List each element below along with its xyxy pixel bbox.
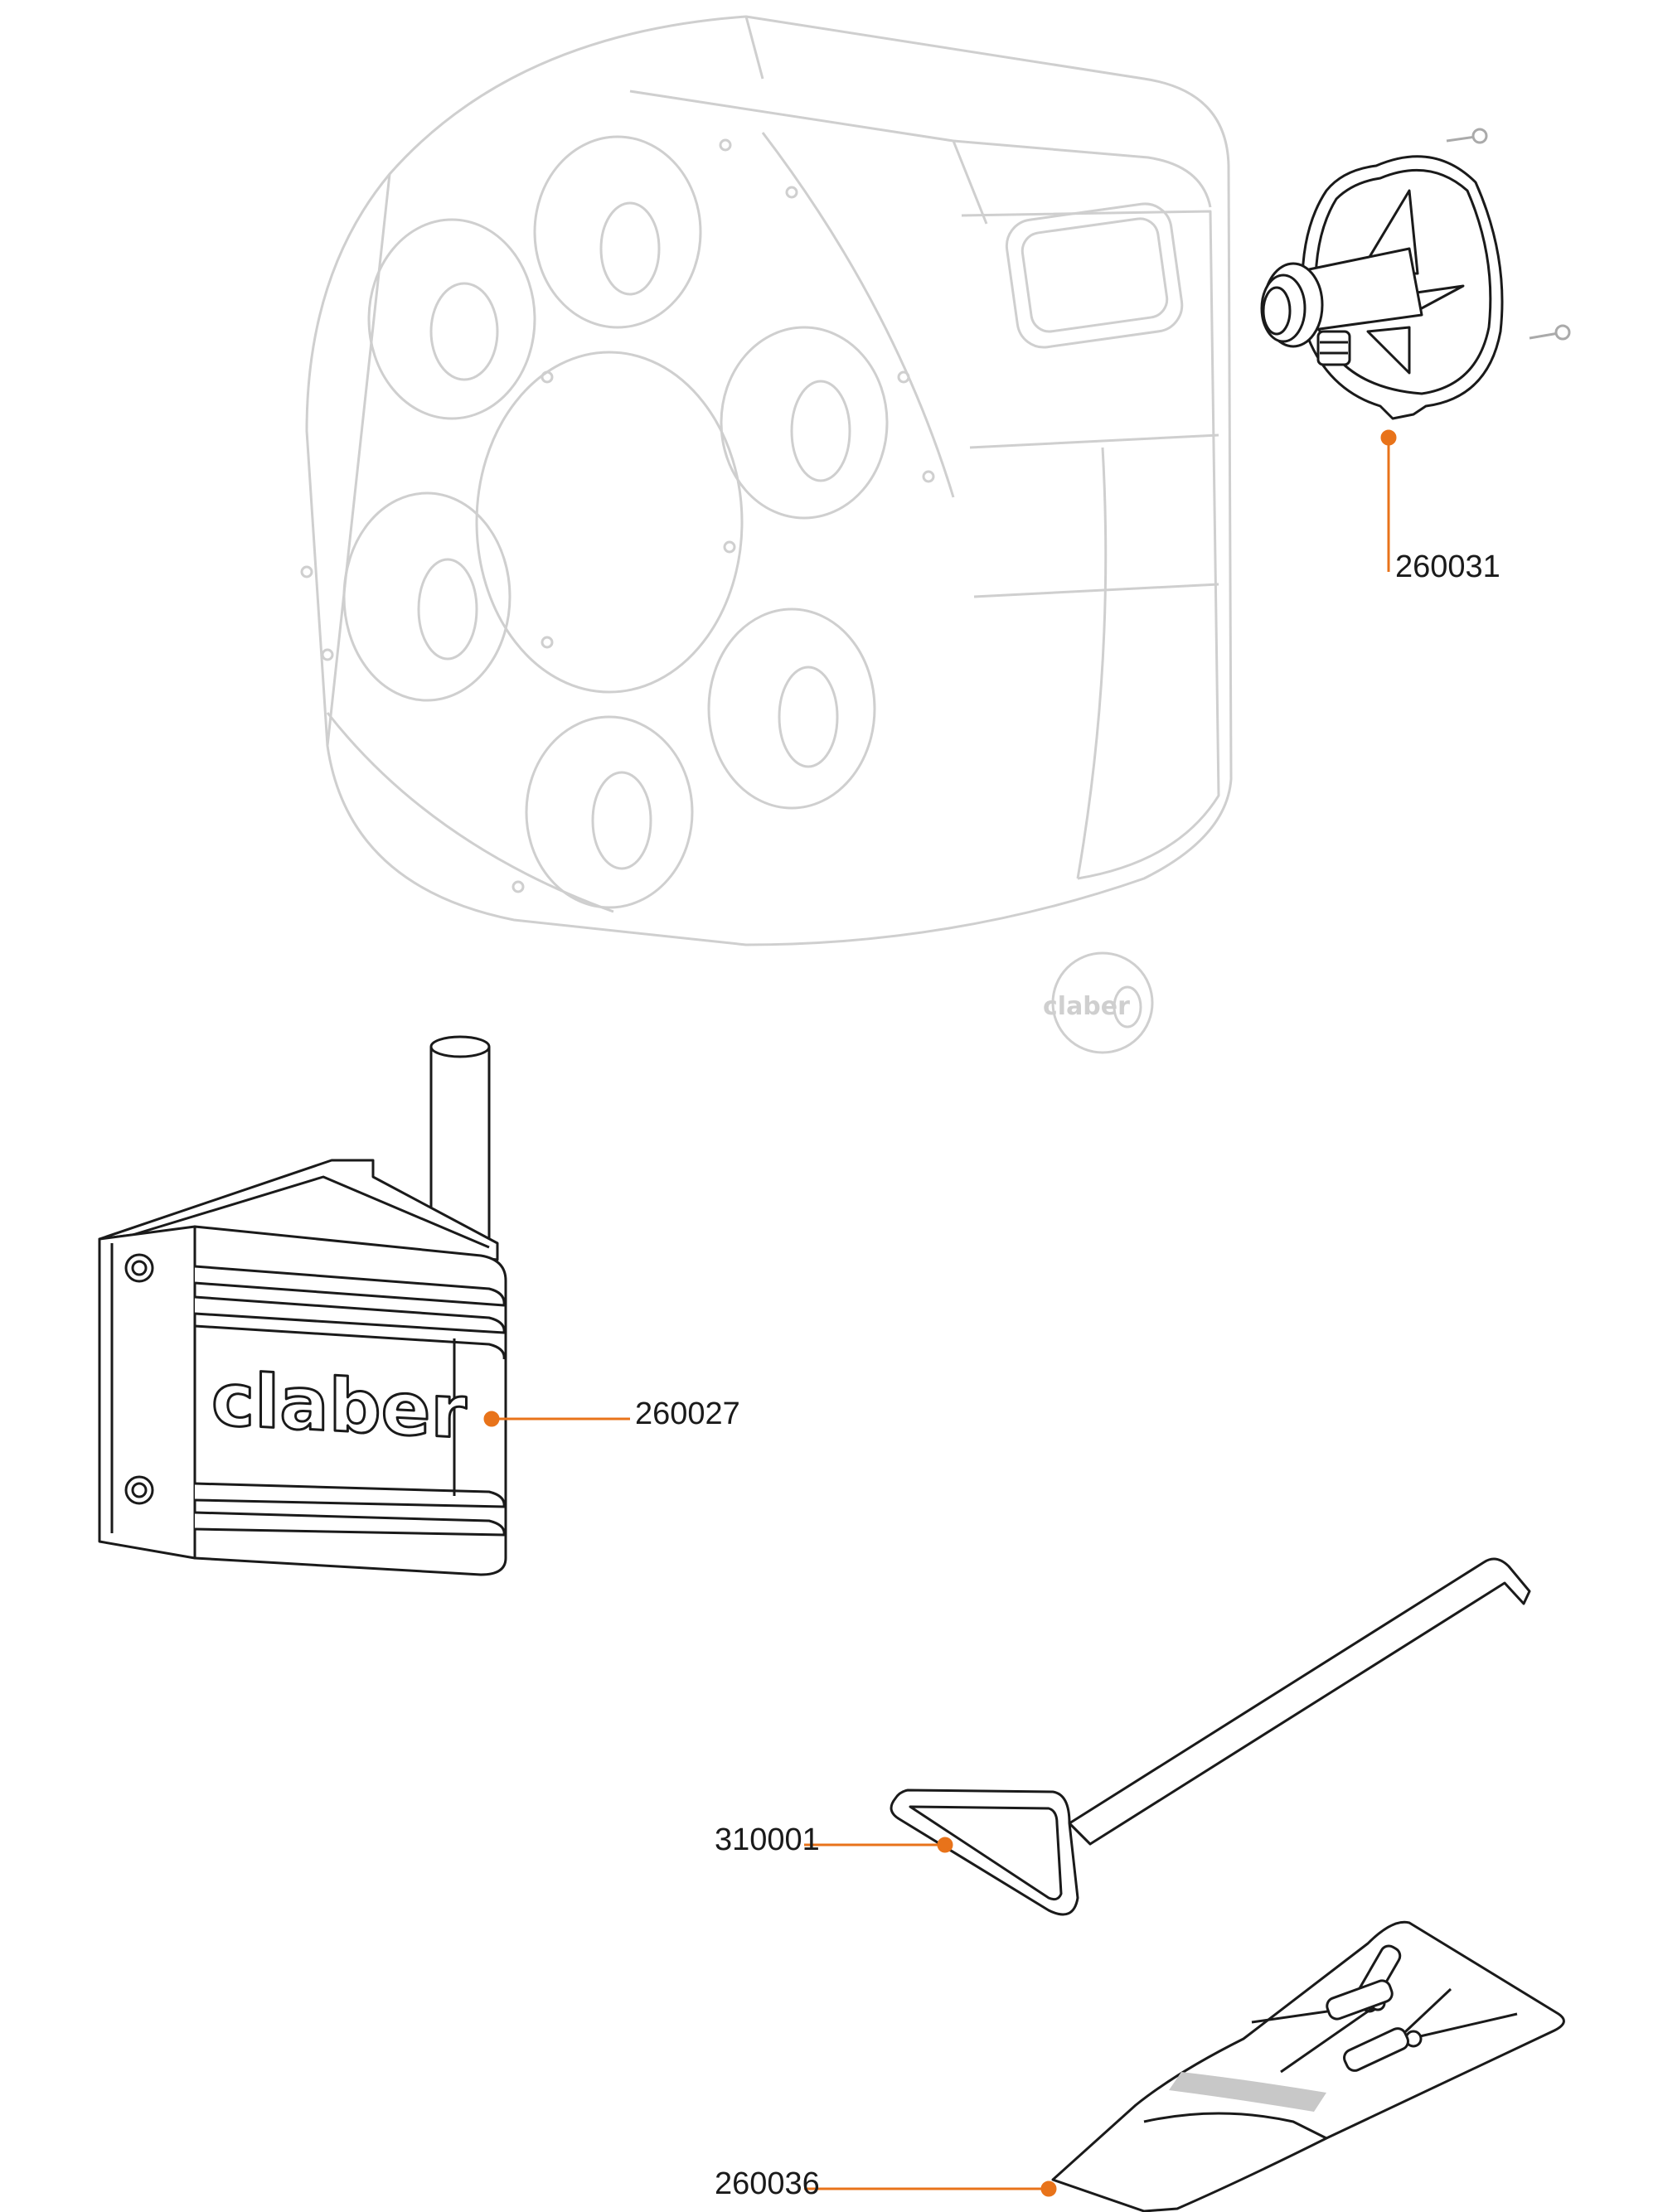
part-260027-wall-bracket: claber — [98, 1035, 507, 1576]
hose-reel-ghost: claber — [300, 15, 1233, 1054]
leader-dot-310001 — [937, 1837, 953, 1853]
part-label-260027: 260027 — [635, 1396, 740, 1431]
bracket-logo-text: claber — [211, 1356, 467, 1454]
part-260031-connector — [1260, 128, 1571, 420]
leader-dot-260027 — [483, 1411, 500, 1427]
callout-leaders — [483, 429, 1397, 2197]
part-label-260031: 260031 — [1395, 549, 1500, 584]
leader-dot-260031 — [1380, 429, 1397, 446]
part-310001-handle — [890, 1557, 1531, 1916]
leader-dot-260036 — [1040, 2181, 1057, 2197]
part-260036-screw-kit — [1051, 1920, 1565, 2212]
part-label-310001: 310001 — [715, 1822, 820, 1857]
stopper-logo-text: claber — [1043, 992, 1130, 1021]
part-label-260036: 260036 — [715, 2166, 820, 2201]
